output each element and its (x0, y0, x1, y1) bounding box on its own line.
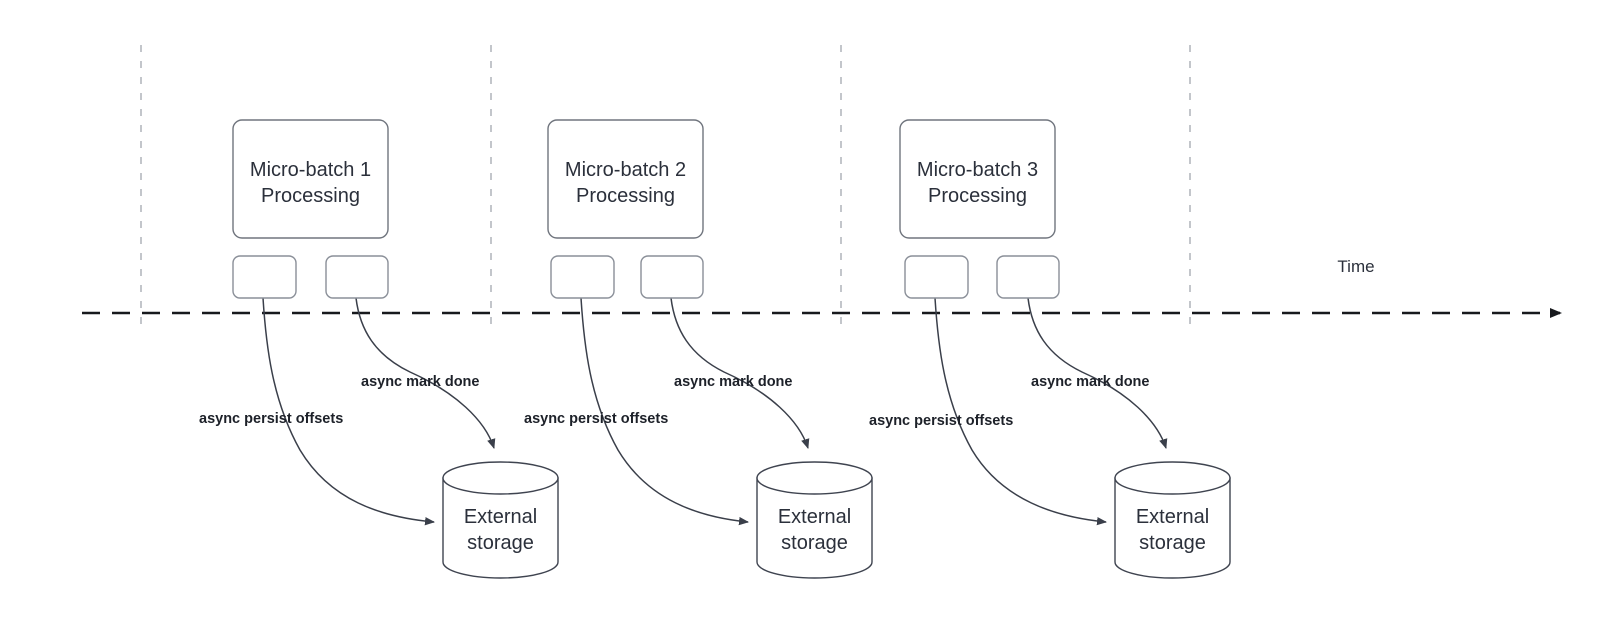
batch-3-processing-box-label-line2: Processing (928, 185, 1027, 207)
batch-2-external-storage-label-line2: storage (781, 532, 848, 554)
batch-1-processing-box-label-line1: Micro-batch 1 (250, 159, 371, 181)
batch-2-external-storage-label-line1: External (778, 506, 851, 528)
batch-3-persist-offsets-task-box[interactable] (904, 255, 969, 299)
batch-1-external-storage-label-line1: External (464, 506, 537, 528)
batch-3-mark-done-task-box[interactable] (996, 255, 1060, 299)
batch-3-external-storage-label-line2: storage (1139, 532, 1206, 554)
timeline-axis-group: Time (82, 257, 1562, 318)
batch-2-external-storage-cylinder-body[interactable] (756, 477, 873, 579)
batch-3-async-mark-done-label: async mark done (1031, 374, 1149, 390)
batch-3-external-storage-label-line1: External (1136, 506, 1209, 528)
batch-1-async-persist-offsets-arrow (262, 297, 435, 526)
batch-1-mark-done-task-box[interactable] (325, 255, 389, 299)
batch-1-processing-box[interactable] (232, 119, 389, 239)
batch-1-async-mark-done-arrow (355, 297, 496, 449)
batch-2-processing-box-label-line1: Micro-batch 2 (565, 159, 686, 181)
batch-2-processing-box[interactable] (547, 119, 704, 239)
batch-1-group: async persist offsets async mark done Micr… (199, 119, 559, 579)
batch-2-async-persist-offsets-label: async persist offsets (524, 411, 668, 427)
batch-3-external-storage-cylinder-body[interactable] (1114, 477, 1231, 579)
batch-3-async-mark-done-arrow (1027, 297, 1168, 449)
batch-3-async-persist-offsets-arrow (934, 297, 1107, 526)
batch-1-persist-offsets-task-box[interactable] (232, 255, 297, 299)
batch-1-async-persist-offsets-label: async persist offsets (199, 411, 343, 427)
batch-2-async-persist-offsets-arrow (580, 297, 749, 526)
batch-3-external-storage-cylinder-top (1114, 461, 1231, 495)
batch-2-external-storage-cylinder-top (756, 461, 873, 495)
batch-3-async-persist-offsets-label: async persist offsets (869, 413, 1013, 429)
batch-3-processing-box[interactable] (899, 119, 1056, 239)
batch-2-persist-offsets-task-box[interactable] (550, 255, 615, 299)
batch-2-async-mark-done-arrow (670, 297, 810, 449)
batch-3-group: async persist offsets async mark done Micr… (869, 119, 1231, 579)
batch-2-async-mark-done-label: async mark done (674, 374, 792, 390)
batch-1-async-mark-done-label: async mark done (361, 374, 479, 390)
time-axis-label: Time (1337, 257, 1374, 276)
batch-1-external-storage-label-line2: storage (467, 532, 534, 554)
batch-1-processing-box-label-line2: Processing (261, 185, 360, 207)
batch-2-mark-done-task-box[interactable] (640, 255, 704, 299)
batch-1-external-storage-cylinder-body[interactable] (442, 477, 559, 579)
batches-group: async persist offsets async mark done Micr… (199, 119, 1231, 579)
batch-1-external-storage-cylinder-top (442, 461, 559, 495)
batch-2-group: async persist offsets async mark done Micr… (524, 119, 873, 579)
batch-3-processing-box-label-line1: Micro-batch 3 (917, 159, 1038, 181)
batch-2-processing-box-label-line2: Processing (576, 185, 675, 207)
